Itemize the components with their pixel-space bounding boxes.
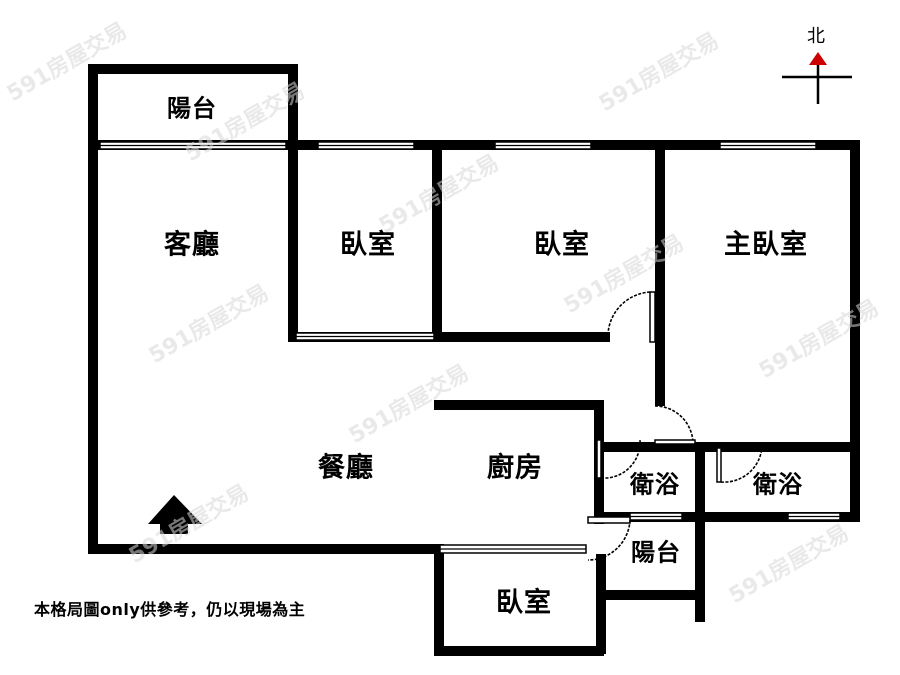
north-arrow-icon bbox=[809, 52, 827, 65]
walls bbox=[88, 64, 860, 656]
room-bedroom-2: 臥室 bbox=[534, 229, 590, 261]
room-living-room: 客廳 bbox=[164, 229, 220, 261]
room-balcony-south: 陽台 bbox=[631, 538, 681, 567]
room-kitchen: 廚房 bbox=[487, 452, 543, 484]
compass-icon bbox=[782, 52, 852, 104]
room-bathroom-2: 衛浴 bbox=[753, 470, 803, 499]
room-bedroom-1: 臥室 bbox=[340, 229, 396, 261]
entrance-arrow-icon bbox=[148, 495, 202, 534]
doors bbox=[587, 291, 763, 561]
room-dining-room: 餐廳 bbox=[318, 452, 374, 484]
room-master-bedroom: 主臥室 bbox=[724, 229, 808, 261]
room-balcony-north: 陽台 bbox=[167, 94, 217, 123]
windows bbox=[99, 141, 841, 554]
room-bedroom-3: 臥室 bbox=[496, 587, 552, 619]
room-bathroom-1: 衛浴 bbox=[630, 470, 680, 499]
compass-north-label: 北 bbox=[807, 26, 825, 47]
disclaimer-text: 本格局圖only供參考，仍以現場為主 bbox=[34, 600, 306, 619]
